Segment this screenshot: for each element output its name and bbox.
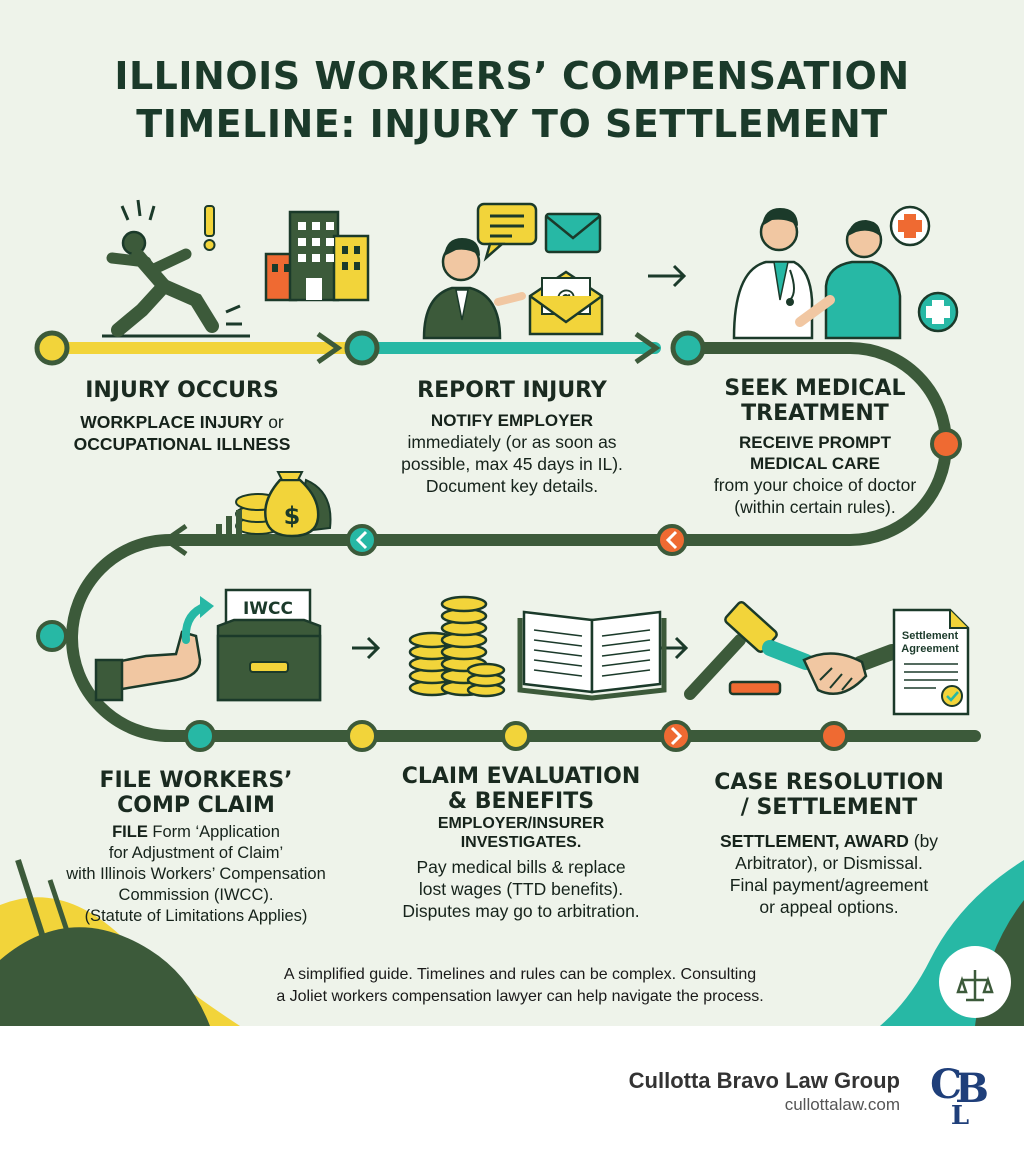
step-5-marker [346, 720, 378, 752]
step-3-marker [670, 330, 706, 366]
arrow-marker-left [656, 524, 688, 556]
timeline-artwork: @ [0, 199, 1024, 1026]
step-3-subheading-line-1: RECEIVE PROMPT [738, 433, 892, 452]
corner-decoration-bottom-left [0, 859, 240, 1026]
arrow-marker-left-2 [346, 524, 378, 556]
step-3-heading-line-2: TREATMENT [741, 401, 889, 426]
email-icon: @ [528, 270, 604, 336]
step-5-dot [501, 721, 531, 751]
step-5-heading-line-1: CLAIM EVALUATION [401, 764, 641, 789]
patient-icon [795, 220, 902, 340]
step-6-marker [819, 721, 849, 751]
step-3-body-line-1: from your choice of doctor [713, 475, 917, 495]
corner-decoration-bottom-right [880, 860, 1024, 1026]
brand-block: Cullotta Bravo Law Group cullottalaw.com [629, 1068, 900, 1116]
step-file-workers-comp-claim: FILE WORKERS’ COMP CLAIM FILE Form ‘Appl… [46, 768, 346, 927]
doctor-icon [732, 208, 814, 340]
medical-cross-icon [889, 205, 959, 333]
file-box-icon [216, 588, 322, 702]
step-5-subheading-line-1: EMPLOYER/INSURER [437, 815, 605, 832]
step-claim-evaluation-benefits: CLAIM EVALUATION & BENEFITS EMPLOYER/INS… [374, 764, 668, 922]
gavel-icon [684, 601, 782, 700]
disclaimer-note: A simplified guide. Timelines and rules … [180, 964, 860, 1008]
step-case-resolution-settlement: CASE RESOLUTION / SETTLEMENT SETTLEMENT,… [694, 770, 964, 918]
step-2-body-line-3: Document key details. [425, 476, 599, 496]
step-2-body-line-2: possible, max 45 days in IL). [401, 454, 623, 474]
hand-icon [94, 596, 214, 702]
coin-stack-icon [408, 595, 506, 698]
logo-letter-l: L [951, 1101, 969, 1128]
step-4-heading-line-1: FILE WORKERS’ [99, 768, 293, 793]
falling-worker-icon [102, 199, 250, 338]
arrow-marker-right [660, 720, 692, 752]
step-5-body-line-2: lost wages (TTD benefits). [418, 879, 624, 899]
page-title: ILLINOIS WORKERS’ COMPENSATION TIMELINE:… [40, 52, 984, 148]
iwcc-label: IWCC [243, 599, 293, 619]
person-icon [422, 238, 526, 340]
step-2-heading: REPORT INJURY [417, 378, 607, 403]
curve-marker-right [930, 428, 962, 460]
timeline-markers [34, 330, 962, 752]
open-book-icon [517, 610, 667, 701]
step-6-heading-line-1: CASE RESOLUTION [714, 770, 944, 795]
document-icon [892, 608, 970, 716]
step-4-marker [36, 620, 68, 652]
logo-letter-c: C [930, 1061, 962, 1108]
step-3-subheading-line-2: MEDICAL CARE [749, 454, 881, 473]
step-2-body-line-1: immediately (or as soon as [407, 432, 617, 452]
money-bag-symbol: $ [284, 502, 301, 530]
step-3-heading-line-1: SEEK MEDICAL [724, 376, 906, 401]
brand-logo: C B L [930, 1061, 989, 1128]
scales-of-justice-icon [956, 970, 994, 1002]
disclaimer-line-2: a Joliet workers compensation lawyer can… [276, 988, 764, 1005]
step-3-body-line-2: (within certain rules). [734, 497, 896, 517]
building-icon [264, 210, 370, 302]
step-6-heading-line-2: / SETTLEMENT [740, 795, 918, 820]
settlement-agreement-label-1: Settlement [902, 630, 959, 642]
step-2-subheading: NOTIFY EMPLOYER [430, 411, 594, 430]
infographic-panel: @ [0, 0, 1024, 1026]
money-bag-icon [216, 471, 332, 538]
title-line-2: TIMELINE: INJURY TO SETTLEMENT [136, 102, 888, 146]
step-report-injury: REPORT INJURY NOTIFY EMPLOYER immediatel… [362, 378, 662, 497]
step-1-marker [34, 330, 70, 366]
step-4-heading-line-2: COMP CLAIM [117, 793, 275, 818]
step-1-heading: INJURY OCCURS [85, 378, 279, 403]
title-line-1: ILLINOIS WORKERS’ COMPENSATION [114, 54, 910, 98]
step-5-body-line-1: Pay medical bills & replace [416, 857, 626, 877]
envelope-icon [544, 212, 602, 254]
chat-bubble-icon [476, 202, 538, 262]
brand-url: cullottalaw.com [784, 1095, 900, 1114]
brand-name: Cullotta Bravo Law Group [628, 1068, 900, 1093]
step-5-heading-line-2: & BENEFITS [447, 789, 595, 814]
step-seek-medical-treatment: SEEK MEDICAL TREATMENT RECEIVE PROMPT ME… [690, 376, 940, 518]
logo-letter-b: B [955, 1065, 989, 1112]
disclaimer-line-1: A simplified guide. Timelines and rules … [283, 966, 757, 983]
step-5-subheading-line-2: INVESTIGATES. [460, 834, 582, 851]
step-5-body-line-3: Disputes may go to arbitration. [402, 901, 640, 921]
step-4-dot [184, 720, 216, 752]
handshake-icon [762, 640, 900, 695]
settlement-agreement-label-2: Agreement [901, 643, 959, 655]
timeline-path [46, 331, 981, 742]
step-2-marker [344, 330, 380, 366]
